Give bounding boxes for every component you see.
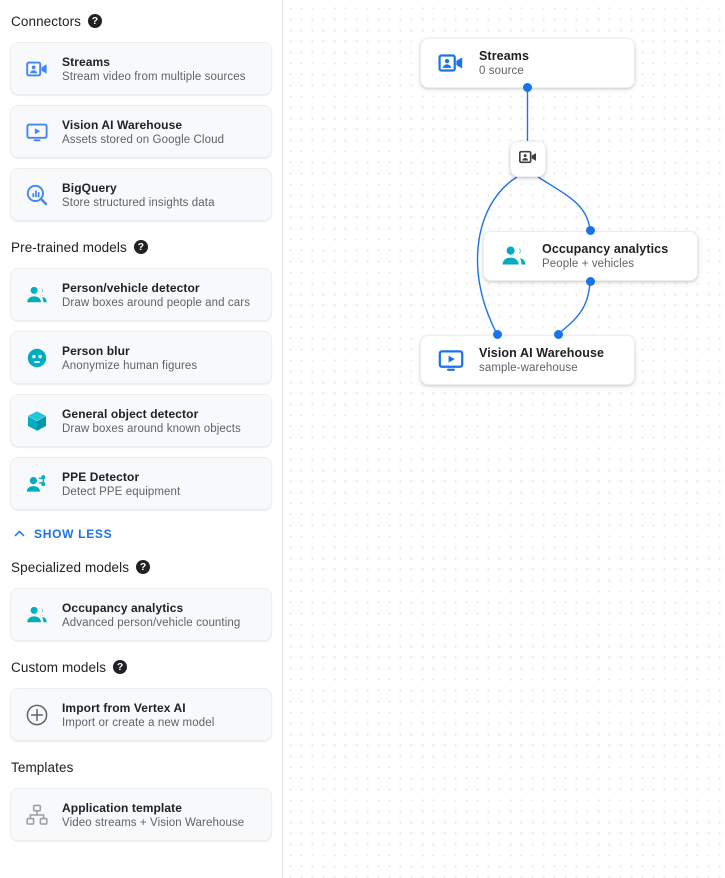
node-text: Vision AI Warehouse sample-warehouse xyxy=(479,346,604,374)
sidebar-item-occupancy-analytics[interactable]: Occupancy analytics Advanced person/vehi… xyxy=(10,588,272,641)
item-text: BigQuery Store structured insights data xyxy=(62,181,215,209)
item-subtitle: Assets stored on Google Cloud xyxy=(62,133,225,146)
section-header-connectors: Connectors ? xyxy=(10,10,272,32)
graph-node-occupancy-analytics[interactable]: Occupancy analytics People + vehicles xyxy=(483,231,698,281)
monitor-play-icon xyxy=(25,120,49,144)
item-title: Person/vehicle detector xyxy=(62,280,200,295)
sitemap-icon xyxy=(25,803,49,827)
monitor-play-icon xyxy=(437,346,465,374)
people-icon xyxy=(25,283,49,307)
item-title: PPE Detector xyxy=(62,469,140,484)
video-camera-icon xyxy=(25,57,49,81)
section-header-specialized-models: Specialized models ? xyxy=(10,556,272,578)
section-title: Pre-trained models xyxy=(11,239,127,255)
item-title: BigQuery xyxy=(62,180,117,195)
item-text: PPE Detector Detect PPE equipment xyxy=(62,470,180,498)
sidebar-item-import-from-vertex-ai[interactable]: Import from Vertex AI Import or create a… xyxy=(10,688,272,741)
item-subtitle: Import or create a new model xyxy=(62,716,215,729)
video-camera-icon xyxy=(518,147,538,172)
item-title: Streams xyxy=(62,54,111,69)
graph-edges xyxy=(476,88,591,335)
node-text: Streams 0 source xyxy=(479,49,529,77)
node-title: Streams xyxy=(479,49,530,63)
node-title: Occupancy analytics xyxy=(542,242,669,256)
sidebar-item-ppe-detector[interactable]: PPE Detector Detect PPE equipment xyxy=(10,457,272,510)
item-subtitle: Anonymize human figures xyxy=(62,359,198,372)
node-subtitle: People + vehicles xyxy=(542,258,635,270)
node-subtitle: 0 source xyxy=(479,65,524,77)
connection-dot-occupancy-output[interactable] xyxy=(586,277,595,286)
section-header-custom-models: Custom models ? xyxy=(10,656,272,678)
graph-canvas[interactable]: Streams 0 source Occupancy analytics Peo… xyxy=(283,0,725,878)
sidebar-item-person-blur[interactable]: Person blur Anonymize human figures xyxy=(10,331,272,384)
sidebar-item-vision-ai-warehouse[interactable]: Vision AI Warehouse Assets stored on Goo… xyxy=(10,105,272,158)
section-title: Connectors xyxy=(11,13,82,29)
item-subtitle: Video streams + Vision Warehouse xyxy=(62,816,245,829)
item-text: General object detector Draw boxes aroun… xyxy=(62,407,241,435)
bigquery-search-icon xyxy=(25,183,49,207)
connection-dot-warehouse-input-left[interactable] xyxy=(493,330,502,339)
item-subtitle: Store structured insights data xyxy=(62,196,215,209)
section-header-templates: Templates xyxy=(10,756,272,778)
face-blur-icon xyxy=(25,346,49,370)
help-icon[interactable]: ? xyxy=(113,660,128,674)
sidebar-item-application-template[interactable]: Application template Video streams + Vis… xyxy=(10,788,272,841)
node-title: Vision AI Warehouse xyxy=(479,346,605,360)
node-subtitle: sample-warehouse xyxy=(479,362,578,374)
people-icon xyxy=(500,242,528,270)
item-subtitle: Advanced person/vehicle counting xyxy=(62,616,241,629)
graph-node-streams[interactable]: Streams 0 source xyxy=(420,38,635,88)
help-icon[interactable]: ? xyxy=(136,560,151,574)
graph-node-stream-processor[interactable] xyxy=(510,141,546,177)
section-title: Custom models xyxy=(11,659,107,675)
plus-circle-icon xyxy=(25,703,49,727)
node-text: Occupancy analytics People + vehicles xyxy=(542,242,668,270)
item-title: Person blur xyxy=(62,343,130,358)
sidebar-item-person-vehicle-detector[interactable]: Person/vehicle detector Draw boxes aroun… xyxy=(10,268,272,321)
item-text: Occupancy analytics Advanced person/vehi… xyxy=(62,601,240,629)
section-title: Specialized models xyxy=(11,559,130,575)
ppe-person-icon xyxy=(25,472,49,496)
item-text: Person/vehicle detector Draw boxes aroun… xyxy=(62,281,250,309)
connection-dot-streams-output[interactable] xyxy=(523,83,532,92)
item-title: General object detector xyxy=(62,406,199,421)
item-title: Import from Vertex AI xyxy=(62,700,186,715)
item-subtitle: Detect PPE equipment xyxy=(62,485,181,498)
connection-dot-occupancy-input[interactable] xyxy=(586,226,595,235)
item-title: Vision AI Warehouse xyxy=(62,117,183,132)
connection-dot-warehouse-input-right[interactable] xyxy=(554,330,563,339)
help-icon[interactable]: ? xyxy=(133,240,148,254)
help-icon[interactable]: ? xyxy=(88,14,103,28)
item-subtitle: Stream video from multiple sources xyxy=(62,70,246,83)
section-title: Templates xyxy=(11,759,74,775)
cube-icon xyxy=(25,409,49,433)
item-subtitle: Draw boxes around people and cars xyxy=(62,296,251,309)
video-camera-icon xyxy=(437,49,465,77)
sidebar-item-bigquery[interactable]: BigQuery Store structured insights data xyxy=(10,168,272,221)
graph-node-vision-ai-warehouse[interactable]: Vision AI Warehouse sample-warehouse xyxy=(420,335,635,385)
item-title: Occupancy analytics xyxy=(62,600,184,615)
sidebar-item-streams[interactable]: Streams Stream video from multiple sourc… xyxy=(10,42,272,95)
item-text: Person blur Anonymize human figures xyxy=(62,344,197,372)
item-text: Application template Video streams + Vis… xyxy=(62,801,244,829)
show-less-label: SHOW LESS xyxy=(34,526,113,541)
sidebar-item-general-object-detector[interactable]: General object detector Draw boxes aroun… xyxy=(10,394,272,447)
chevron-up-icon xyxy=(14,530,25,537)
component-sidebar: Connectors ? Streams Stream video from m… xyxy=(0,0,283,878)
item-text: Import from Vertex AI Import or create a… xyxy=(62,701,214,729)
people-icon xyxy=(25,603,49,627)
item-title: Application template xyxy=(62,800,183,815)
item-text: Vision AI Warehouse Assets stored on Goo… xyxy=(62,118,224,146)
show-less-button[interactable]: SHOW LESS xyxy=(10,526,272,541)
item-subtitle: Draw boxes around known objects xyxy=(62,422,241,435)
section-header-pre-trained-models: Pre-trained models ? xyxy=(10,236,272,258)
item-text: Streams Stream video from multiple sourc… xyxy=(62,55,246,83)
